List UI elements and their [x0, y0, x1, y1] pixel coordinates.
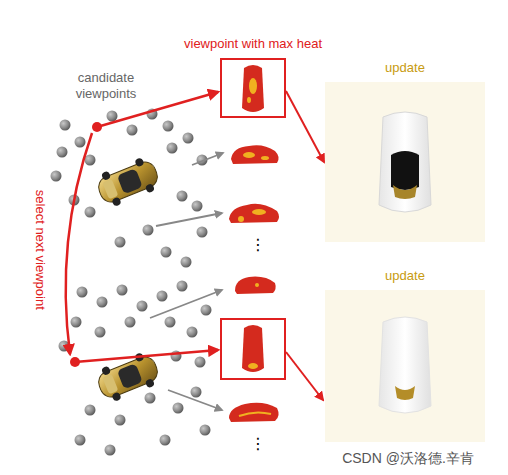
- update-panel: update: [325, 290, 485, 442]
- watermark: CSDN @沃洛德.辛肯: [342, 450, 474, 467]
- next-viewpoint-arc: [66, 133, 92, 354]
- viewpoint-sphere: [85, 405, 96, 416]
- heat-map: [242, 325, 264, 372]
- viewpoint-sphere: [51, 171, 62, 182]
- viewpoint-sphere: [183, 133, 194, 144]
- update-panel: update: [325, 82, 485, 242]
- viewpoint-sphere: [85, 207, 96, 218]
- viewpoint-sphere: [105, 445, 116, 456]
- viewpoint-sphere: [195, 357, 206, 368]
- viewpoint-sphere: [143, 225, 154, 236]
- viewpoint-sphere: [200, 425, 211, 436]
- viewpoint-sphere: [177, 191, 188, 202]
- candidate-label: candidate viewpoints: [61, 70, 151, 101]
- viewpoint-sphere: [107, 111, 118, 122]
- viewpoint-sphere: [60, 120, 71, 131]
- select-label: select next viewpoint: [32, 190, 48, 310]
- viewpoint-sphere: [95, 327, 106, 338]
- max-heat-box: [221, 319, 285, 379]
- viewpoint-sphere: [75, 137, 86, 148]
- heat-map: [229, 403, 279, 422]
- selected-viewpoint: [92, 122, 102, 132]
- render-arrow: [192, 153, 223, 165]
- render-arrow: [150, 290, 222, 318]
- ellipsis: ⋮: [250, 434, 266, 453]
- viewpoint-sphere: [115, 415, 126, 426]
- viewpoint-sphere: [173, 403, 184, 414]
- selected-viewpoint: [70, 357, 80, 367]
- node-heading: update: [385, 60, 425, 76]
- viewpoint-sphere: [57, 147, 68, 158]
- car-model: [93, 154, 162, 210]
- viewpoint-sphere: [177, 281, 188, 292]
- viewpoint-sphere: [145, 393, 156, 404]
- max-heat-box: viewpoint with max heat: [220, 58, 286, 118]
- viewpoint-sphere: [137, 301, 148, 312]
- viewpoint-sphere: [127, 125, 138, 136]
- candidate-spheres: [51, 109, 212, 456]
- viewpoint-sphere: [85, 155, 96, 166]
- viewpoint-sphere: [191, 387, 202, 398]
- viewpoint-sphere: [192, 201, 203, 212]
- viewpoint-sphere: [181, 257, 192, 268]
- render-car: [379, 112, 431, 212]
- viewpoint-sphere: [115, 237, 126, 248]
- heat-map: [235, 277, 276, 294]
- render-car: [379, 317, 431, 413]
- viewpoint-sphere: [160, 435, 171, 446]
- viewpoint-sphere: [75, 435, 86, 446]
- viewpoint-sphere: [161, 247, 172, 258]
- heat-map: [231, 145, 279, 164]
- heat-map: [242, 65, 264, 112]
- viewpoint-sphere: [71, 317, 82, 328]
- viewpoint-sphere: [165, 317, 176, 328]
- viewpoint-sphere: [157, 291, 168, 302]
- viewpoint-sphere: [77, 287, 88, 298]
- select-arrow: [75, 350, 218, 362]
- viewpoint-sphere: [197, 227, 208, 238]
- node-heading: update: [385, 268, 425, 284]
- render-arrow: [168, 390, 222, 410]
- render-arrow: [156, 213, 222, 226]
- viewpoint-sphere: [201, 305, 212, 316]
- heat-map: [229, 204, 279, 223]
- viewpoint-sphere: [163, 121, 174, 132]
- update-panel-ground: [325, 82, 485, 242]
- update-panel-ground: [325, 290, 485, 442]
- viewpoint-sphere: [97, 297, 108, 308]
- update-arrow: [286, 91, 324, 162]
- node-heading: viewpoint with max heat: [184, 36, 322, 52]
- update-arrow: [286, 352, 323, 400]
- viewpoint-sphere: [125, 317, 136, 328]
- viewpoint-sphere: [187, 327, 198, 338]
- viewpoint-sphere: [167, 143, 178, 154]
- ellipsis: ⋮: [250, 235, 266, 254]
- viewpoint-sphere: [117, 285, 128, 296]
